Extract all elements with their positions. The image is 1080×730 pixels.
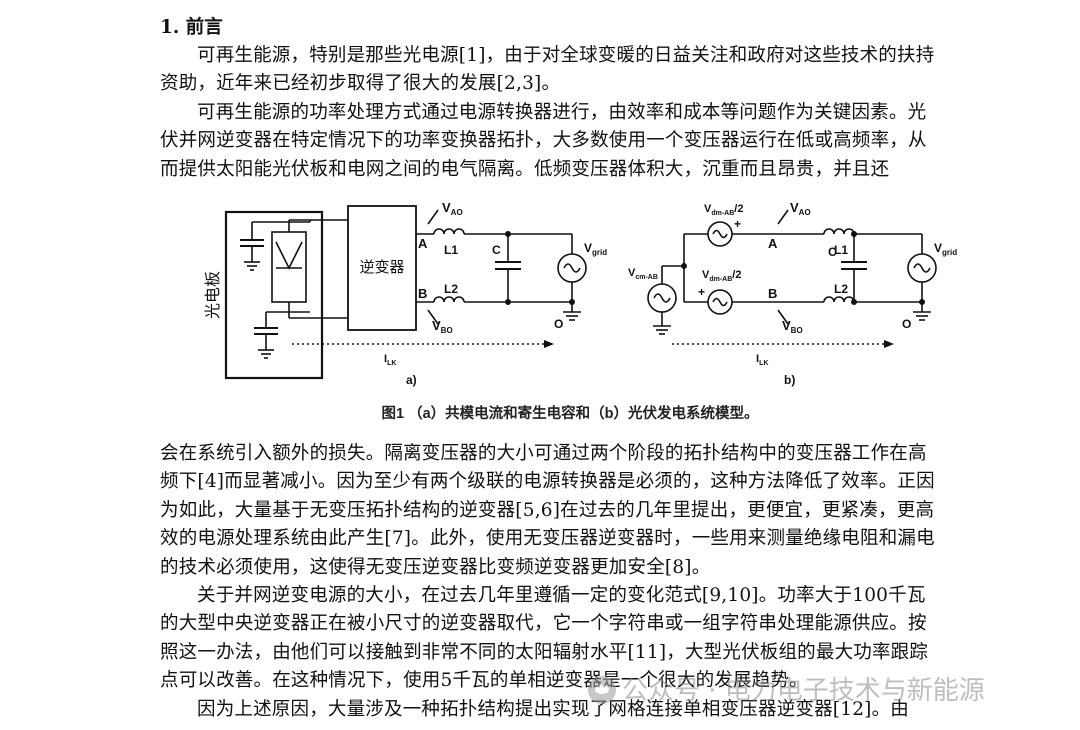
section-heading: 1. 前言 [160,17,223,38]
l2-label-b: L2 [834,282,848,296]
panel-a [224,205,587,380]
inverter-label: 逆变器 [359,258,404,276]
vbo-label: VBO [432,318,453,335]
cap-label: C [492,243,501,257]
vbo-label-b: VBO [782,318,803,335]
paragraph-transformer-losses: 会在系统引入额外的损失。隔离变压器的大小可通过两个阶段的拓扑结构中的变压器工作在… [160,443,935,578]
node-b-label: B [418,286,427,301]
l1-label-b: L1 [834,243,848,257]
pv-enclosure [224,210,324,380]
node-a-label-b: A [768,236,778,251]
inverter-block [347,205,417,331]
vao-label-b: VAO [790,200,811,217]
node-b-label-b: B [768,286,777,301]
vdm-bottom-label: Vdm-AB/2 [702,269,741,283]
inductor-l2 [433,296,465,303]
ground-o-label-b: O [902,317,911,331]
panel-b-label: b) [784,373,795,387]
ground-o-label: O [554,317,563,331]
ilk-label-b: ILK [756,353,768,367]
node-a-label: A [418,236,428,251]
paragraph-intro: 可再生能源，特别是那些光电源[1]，由于对全球变暖的日益关注和政府对这些技术的扶… [160,45,935,95]
paragraph-topology: 因为上述原因，大量涉及一种拓扑结构提出实现了网格连接单相变压器逆变器[12]。由 [197,699,909,720]
paragraph-power-processing: 可再生能源的功率处理方式通过电源转换器进行，由效率和成本等问题作为关键因素。光伏… [160,102,927,180]
vdm-top-label: Vdm-AB/2 [704,203,743,217]
vdm-bottom-plus: + [698,285,705,299]
panel-b [647,209,937,348]
ilk-label-a: ILK [384,353,396,367]
wechat-logo-icon [588,676,616,704]
vao-label: VAO [442,200,463,217]
figure-pv-model: 逆变器 光电板 A B L1 L2 C VAO VBO Vgrid O ILK … [160,190,980,430]
vgrid-label: Vgrid [584,241,607,257]
inductor-l1 [433,228,465,235]
watermark: 公众号 · 电力电子技术与新能源 [588,670,985,707]
paragraph-inverter-size: 关于并网逆变电源的大小，在过去几年里遵循一定的变化范式[9,10]。功率大于10… [160,585,929,692]
cap-label-b: C [828,245,837,259]
circuit-diagram: 逆变器 光电板 A B L1 L2 C VAO VBO Vgrid O ILK … [203,200,957,387]
l1-label: L1 [444,243,458,257]
vgrid-label-b: Vgrid [934,241,957,257]
figure-caption: 图1 （a）共模电流和寄生电容和（b）光伏发电系统模型。 [381,406,759,422]
pv-diode [275,241,303,270]
inductor-l2-b [823,296,855,303]
watermark-text: 公众号 · 电力电子技术与新能源 [622,676,985,706]
vdm-top-plus: + [734,217,741,231]
pv-panel-label: 光电板 [203,271,222,319]
inductor-l1-b [823,228,855,235]
panel-a-label: a) [406,373,417,387]
vcm-label: Vcm-AB [628,267,658,281]
l2-label: L2 [444,282,458,296]
